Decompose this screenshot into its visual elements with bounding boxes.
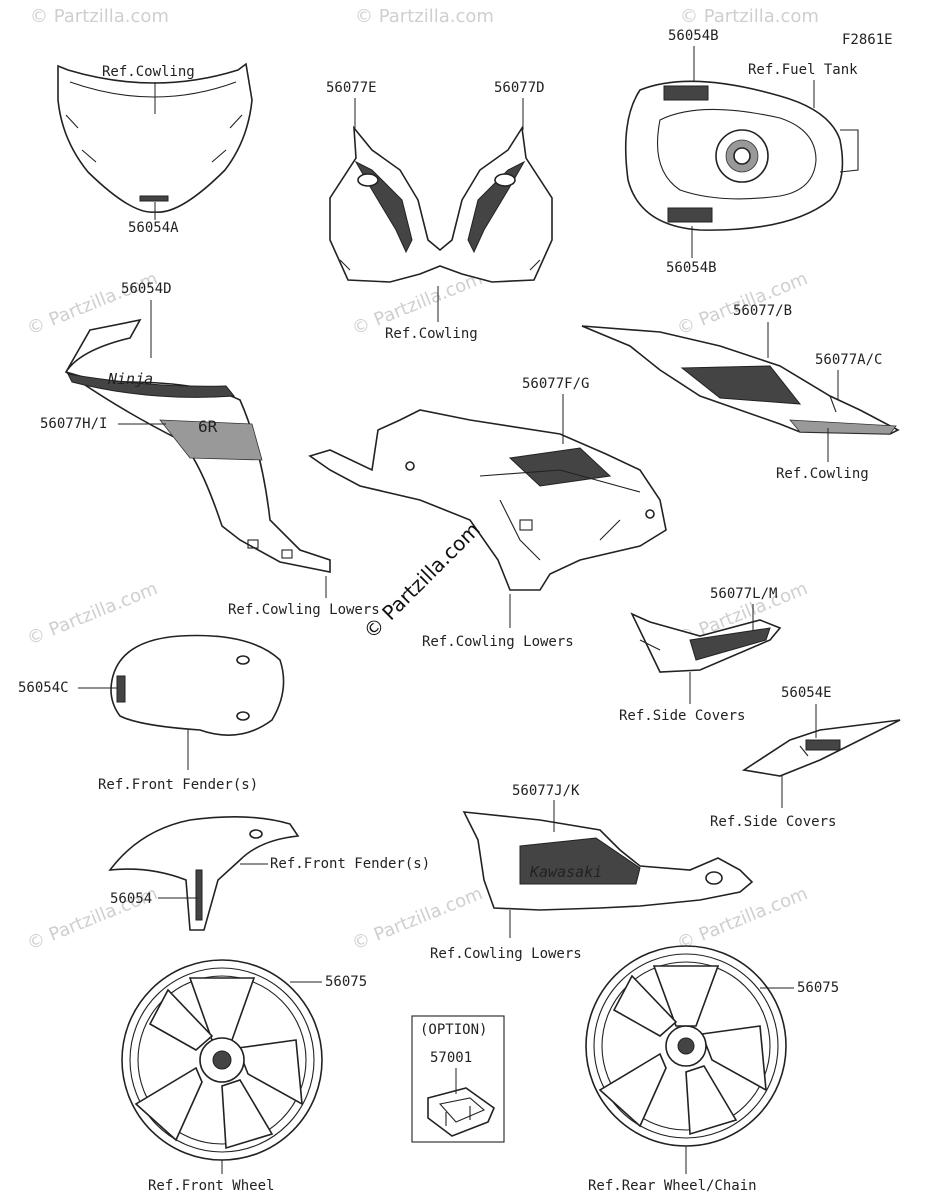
- label-ref-front-fender-2: Ref.Front Fender(s): [270, 856, 430, 872]
- label-56077FG: 56077F/G: [522, 376, 589, 392]
- decal-56054C: [116, 675, 126, 703]
- front-upper-cowling: [329, 125, 553, 283]
- tail-cowling: [581, 325, 900, 435]
- decal-56054A: [139, 195, 169, 202]
- label-56054E: 56054E: [781, 685, 832, 701]
- label-ref-cowling-lowers-right: Ref.Cowling Lowers: [430, 946, 582, 962]
- figure-id: F2861E: [842, 32, 893, 48]
- label-ref-cowling-lowers-mid: Ref.Cowling Lowers: [422, 634, 574, 650]
- middle-lower-cowling: [308, 409, 667, 591]
- decal-6r: 6R: [198, 417, 218, 436]
- option-box: [411, 1015, 505, 1143]
- label-ref-front-fender-1: Ref.Front Fender(s): [98, 777, 258, 793]
- watermark: © Partzilla.com: [30, 6, 169, 27]
- label-56075-right: 56075: [797, 980, 839, 996]
- windshield-cowling: [57, 62, 253, 213]
- rear-wheel: [585, 945, 787, 1147]
- decal-56054B-top: [663, 85, 709, 101]
- label-ref-cowling-tail: Ref.Cowling: [776, 466, 869, 482]
- watermark: © Partzilla.com: [355, 6, 494, 27]
- watermark: © Partzilla.com: [24, 578, 161, 650]
- label-56077AC: 56077A/C: [815, 352, 882, 368]
- label-56077B: 56077/B: [733, 303, 792, 319]
- label-ref-side-covers-1: Ref.Side Covers: [619, 708, 745, 724]
- label-ref-rear-wheel: Ref.Rear Wheel/Chain: [588, 1178, 757, 1194]
- label-56077E: 56077E: [326, 80, 377, 96]
- label-56054D: 56054D: [121, 281, 172, 297]
- label-56054B-top: 56054B: [668, 28, 719, 44]
- label-56054C: 56054C: [18, 680, 69, 696]
- fuel-tank: [624, 80, 859, 231]
- label-56054B-bottom: 56054B: [666, 260, 717, 276]
- side-cover-lower: [741, 719, 901, 777]
- side-cover-upper: [630, 612, 782, 673]
- label-ref-cowling-upper: Ref.Cowling: [385, 326, 478, 342]
- decal-56054E: [805, 739, 841, 751]
- label-56054A: 56054A: [128, 220, 179, 236]
- label-56077JK: 56077J/K: [512, 783, 580, 799]
- label-56077LM: 56077L/M: [710, 586, 777, 602]
- decal-kawasaki: Kawasaki: [529, 863, 602, 881]
- label-ref-cowling-windshield: Ref.Cowling: [102, 64, 195, 80]
- decal-ninja: Ninja: [107, 370, 153, 388]
- label-57001: 57001: [430, 1050, 472, 1066]
- label-ref-front-wheel: Ref.Front Wheel: [148, 1178, 274, 1194]
- label-56054: 56054: [110, 891, 152, 907]
- front-fender-lower: [108, 816, 300, 931]
- watermark: © Partzilla.com: [680, 6, 819, 27]
- label-ref-side-covers-2: Ref.Side Covers: [710, 814, 836, 830]
- decal-56054: [195, 869, 203, 921]
- label-56075-left: 56075: [325, 974, 367, 990]
- label-ref-fuel-tank: Ref.Fuel Tank: [748, 62, 858, 78]
- label-56077D: 56077D: [494, 80, 545, 96]
- center-watermark: © Partzilla.com: [359, 517, 485, 643]
- watermark: © Partzilla.com: [349, 883, 486, 955]
- front-wheel: [121, 959, 323, 1161]
- label-ref-cowling-lowers-left: Ref.Cowling Lowers: [228, 602, 380, 618]
- label-option: (OPTION): [420, 1022, 487, 1038]
- left-side-cowling: Ninja 6R: [64, 318, 331, 573]
- label-56077HI: 56077H/I: [40, 416, 107, 432]
- lower-cowling-right: Kawasaki: [462, 811, 754, 911]
- front-fender-upper: [110, 634, 285, 736]
- decal-56054B-bottom: [667, 207, 713, 223]
